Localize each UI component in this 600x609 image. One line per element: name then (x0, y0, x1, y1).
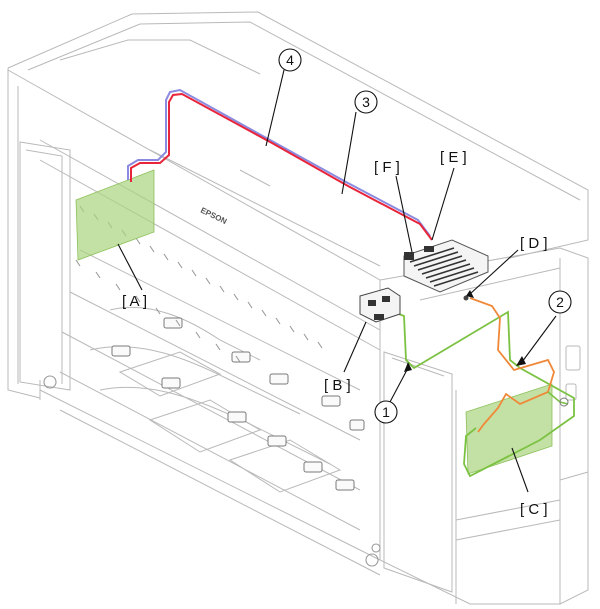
board-e (403, 239, 489, 293)
brand-logo: EPSON (199, 206, 228, 226)
label-c: [ C ] (520, 501, 548, 518)
callout-1-number: 1 (382, 404, 390, 420)
board-a-highlight (75, 169, 155, 261)
cable-4-blue (127, 88, 431, 237)
label-e: [ E ] (440, 149, 467, 166)
callout-1: 1 (374, 400, 398, 424)
callout-4: 4 (278, 48, 302, 72)
cable-2-orange (469, 297, 555, 433)
board-d-connector (463, 295, 469, 301)
cable-3-red (130, 92, 433, 241)
callout-4-number: 4 (286, 52, 294, 68)
leader-lines (117, 69, 557, 493)
label-f: [ F ] (374, 159, 400, 176)
callout-3-number: 3 (362, 94, 370, 110)
label-b: [ B ] (324, 377, 351, 394)
callout-3: 3 (354, 90, 378, 114)
printer-body: EPSON (7, 11, 589, 605)
board-c-highlight (465, 383, 553, 475)
callout-2: 2 (548, 290, 572, 314)
board-b (359, 287, 401, 323)
callout-2-number: 2 (556, 294, 564, 310)
paper-clips (111, 317, 365, 491)
cable-1-green (393, 310, 575, 478)
label-d: [ D ] (520, 235, 548, 252)
label-a: [ A ] (122, 293, 147, 310)
